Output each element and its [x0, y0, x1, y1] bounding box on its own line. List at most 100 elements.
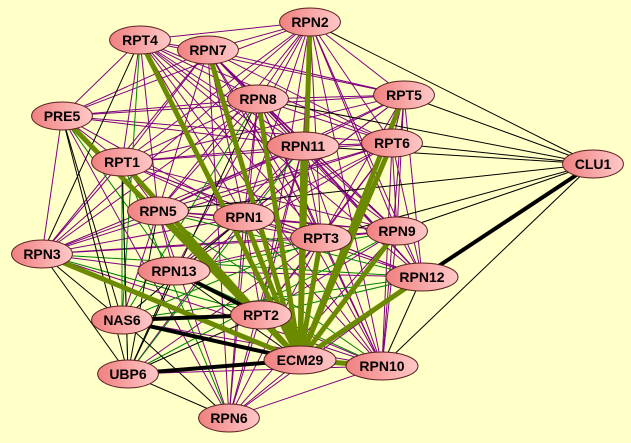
node-ellipse: [91, 305, 153, 335]
node-rpt4[interactable]: RPT4: [109, 25, 171, 55]
node-pre5[interactable]: PRE5: [31, 101, 93, 131]
node-rpn12[interactable]: RPN12: [385, 262, 459, 292]
physical-edge: [127, 365, 383, 375]
physical-edge: [139, 39, 383, 367]
physical-edge: [127, 237, 322, 375]
black-edge: [302, 145, 594, 165]
black-edge: [396, 163, 594, 232]
black-edge: [381, 276, 423, 367]
node-label: RPN11: [281, 138, 326, 154]
physical-edge: [207, 49, 405, 96]
physical-edge: [121, 49, 209, 163]
node-label: RPT3: [303, 230, 339, 246]
genetic-edge: [61, 115, 175, 272]
node-ellipse: [177, 35, 239, 65]
node-label: RPT1: [104, 154, 140, 170]
physical-edge: [320, 94, 405, 239]
physical-edge: [396, 94, 405, 232]
node-label: RPN12: [399, 269, 444, 285]
physical-edge: [121, 98, 259, 163]
node-label: RPT6: [374, 135, 410, 151]
node-rpt5[interactable]: RPT5: [373, 80, 435, 110]
node-label: RPN2: [291, 14, 329, 30]
physical-edge: [41, 98, 259, 255]
physical-edge: [61, 115, 245, 218]
node-ellipse: [385, 262, 459, 292]
physical-edge: [302, 145, 398, 232]
node-label: RPN13: [151, 263, 196, 279]
physical-edge: [157, 142, 393, 212]
physical-edge: [61, 115, 393, 144]
node-ellipse: [562, 149, 624, 179]
node-rpn1[interactable]: RPN1: [213, 202, 275, 232]
black-edge: [61, 115, 123, 321]
physical-edge: [121, 210, 159, 321]
black-edge: [381, 163, 594, 367]
strong-edge: [255, 98, 303, 361]
node-ellipse: [266, 131, 340, 161]
node-ellipse: [198, 403, 260, 433]
node-rpn7[interactable]: RPN7: [177, 35, 239, 65]
node-rpt3[interactable]: RPT3: [290, 223, 352, 253]
physical-edge: [309, 21, 322, 239]
node-rpt1[interactable]: RPT1: [91, 147, 153, 177]
node-rpn5[interactable]: RPN5: [127, 196, 189, 226]
node-ellipse: [91, 147, 153, 177]
node-ellipse: [366, 216, 428, 246]
physical-edge: [121, 21, 311, 163]
node-rpn8[interactable]: RPN8: [227, 84, 289, 114]
node-ellipse: [213, 202, 275, 232]
strong-edge: [298, 274, 424, 363]
node-ubp6[interactable]: UBP6: [97, 359, 159, 389]
physical-edge: [121, 39, 141, 163]
physical-edge: [243, 98, 259, 218]
node-clu1[interactable]: CLU1: [562, 149, 624, 179]
node-label: RPT5: [386, 87, 422, 103]
node-ellipse: [230, 300, 292, 330]
node-nas6[interactable]: NAS6: [91, 305, 153, 335]
node-ellipse: [373, 80, 435, 110]
physical-edge: [403, 94, 423, 278]
node-rpn10[interactable]: RPN10: [345, 351, 419, 381]
node-label: RPN9: [378, 223, 416, 239]
node-ecm29[interactable]: ECM29: [263, 345, 337, 375]
node-label: RPN5: [139, 203, 177, 219]
node-rpn2[interactable]: RPN2: [279, 7, 341, 37]
physical-edge: [320, 237, 383, 367]
black-edge: [41, 253, 129, 375]
black-edge: [391, 142, 594, 165]
node-rpt2[interactable]: RPT2: [230, 300, 292, 330]
node-label: ECM29: [277, 352, 324, 368]
physical-edge: [139, 39, 159, 212]
node-rpn3[interactable]: RPN3: [11, 239, 73, 269]
physical-edge: [309, 21, 398, 232]
physical-edge: [257, 98, 398, 232]
node-rpn13[interactable]: RPN13: [137, 256, 211, 286]
physical-edge: [121, 161, 398, 232]
node-rpn6[interactable]: RPN6: [198, 403, 260, 433]
black-edge: [403, 94, 594, 165]
physical-edge: [139, 39, 322, 239]
physical-edge: [243, 142, 393, 218]
physical-edge: [41, 161, 123, 255]
node-ellipse: [31, 101, 93, 131]
node-rpt6[interactable]: RPT6: [361, 128, 423, 158]
black-edge: [257, 98, 594, 165]
physical-edge: [41, 216, 245, 255]
node-rpn11[interactable]: RPN11: [266, 131, 340, 161]
black-edge: [121, 161, 129, 375]
physical-edge: [228, 145, 304, 419]
physical-edge: [157, 98, 259, 212]
node-label: PRE5: [44, 108, 81, 124]
physical-edge: [391, 142, 423, 278]
node-ellipse: [361, 128, 423, 158]
black-edge: [320, 163, 594, 239]
node-label: RPN8: [239, 91, 277, 107]
node-label: RPN1: [225, 209, 263, 225]
physical-edge: [381, 142, 393, 367]
strong-edge: [298, 229, 399, 362]
node-rpn9[interactable]: RPN9: [366, 216, 428, 246]
node-ellipse: [227, 84, 289, 114]
